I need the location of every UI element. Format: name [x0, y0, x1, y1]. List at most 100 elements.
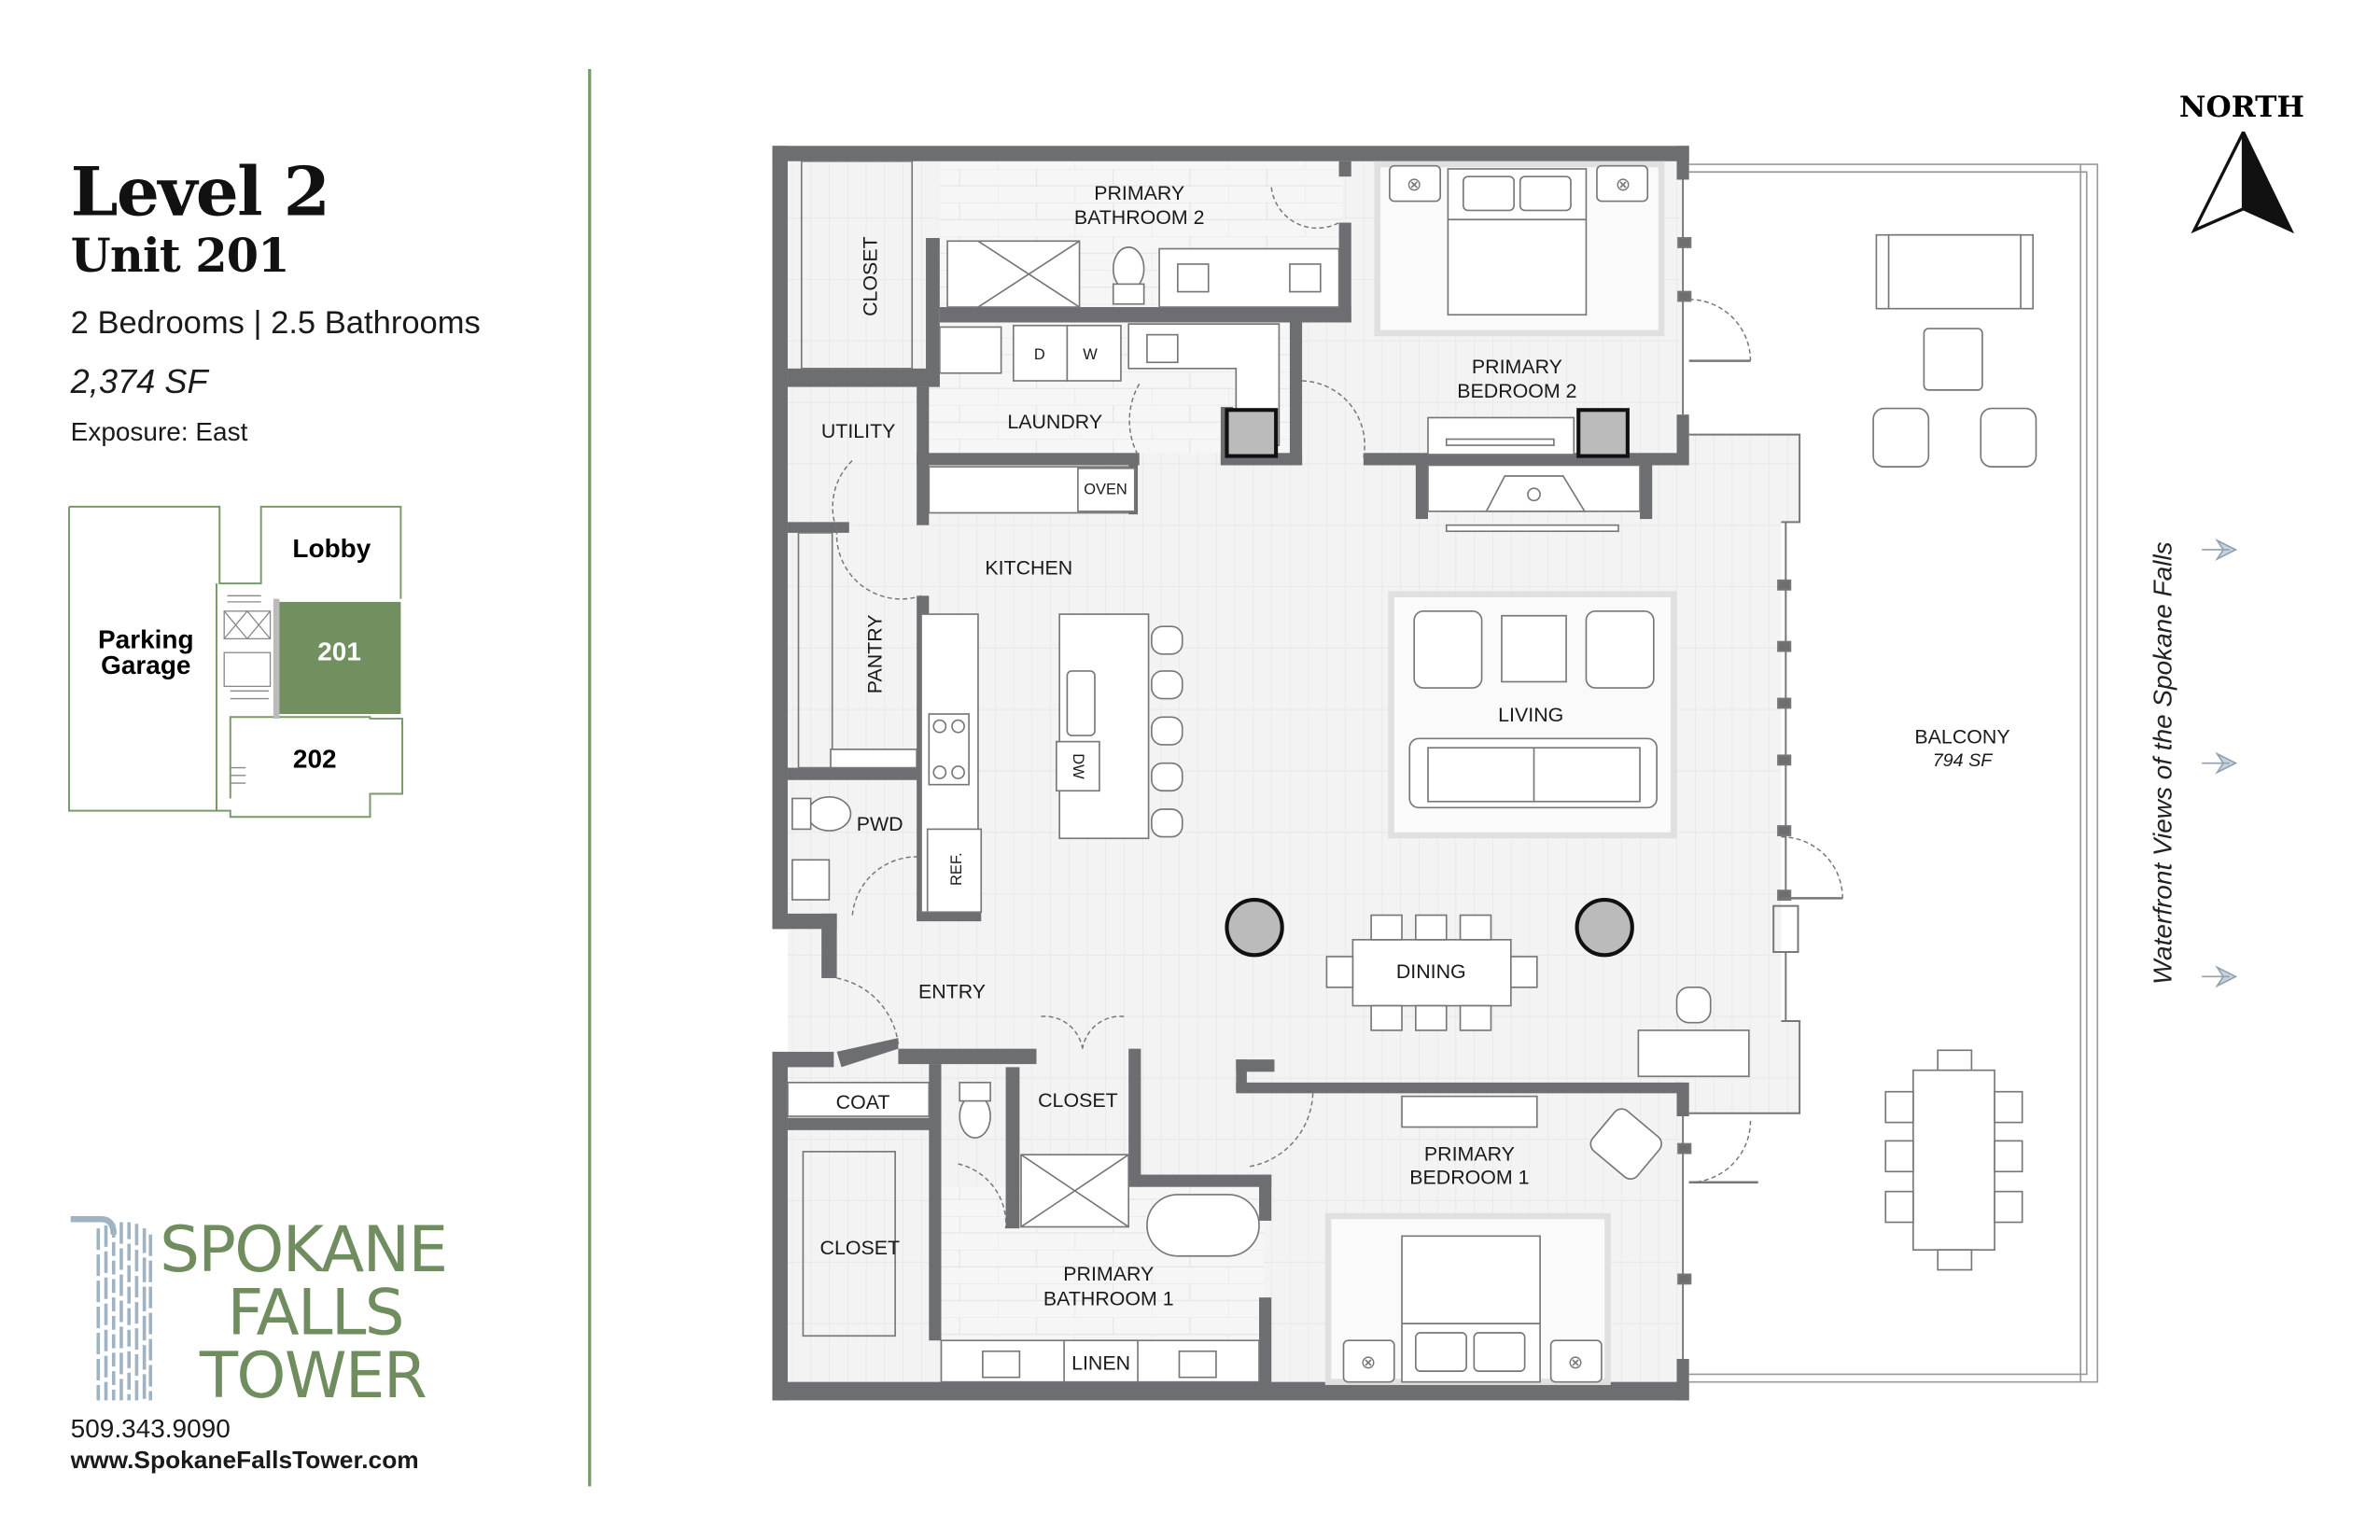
washer-label: W [1083, 346, 1098, 363]
column [1575, 898, 1634, 958]
nightstand [1596, 164, 1649, 203]
balcony-chair [1872, 407, 1930, 468]
corridor-wall [273, 598, 280, 719]
divider-line [588, 69, 592, 1487]
svg-text:⊗: ⊗ [1568, 1352, 1584, 1373]
washer [1066, 324, 1122, 382]
kitchen-label: KITCHEN [985, 556, 1072, 579]
bed2-label-2: BEDROOM 2 [1457, 380, 1576, 402]
brand-line-1: SPOKANE [160, 1212, 448, 1287]
core-stairs-icon [223, 595, 272, 784]
bath1-label-1: PRIMARY [1063, 1263, 1154, 1285]
oven-label: OVEN [1084, 482, 1127, 498]
door-leaves [1688, 359, 1843, 1184]
refrigerator [926, 828, 983, 914]
balcony-table [1923, 328, 1983, 391]
bath2-label-1: PRIMARY [1094, 182, 1184, 204]
laundry-label: LAUNDRY [1007, 411, 1102, 433]
exposure: Exposure: East [70, 417, 248, 447]
linen-label: LINEN [1071, 1351, 1130, 1374]
balcony-label: BALCONY [1914, 725, 2009, 748]
door-swings [832, 187, 1843, 1229]
coat-label: COAT [836, 1091, 890, 1113]
bed2-label-1: PRIMARY [1472, 356, 1562, 378]
shaft [1576, 408, 1630, 458]
closet-shelf [800, 160, 914, 370]
nightstand [1389, 164, 1441, 203]
brand-line-2: FALLS [227, 1276, 404, 1351]
level-title: Level 2 [70, 153, 330, 232]
living-label: LIVING [1498, 704, 1563, 726]
column [1225, 898, 1284, 958]
dw-label: DW [1070, 753, 1086, 779]
brand-line-3: TOWER [199, 1338, 427, 1413]
pantry-label: PANTRY [863, 614, 886, 693]
balcony-chair [1980, 407, 2037, 468]
garage-label: Garage [101, 651, 190, 679]
north-label: NORTH [2179, 91, 2304, 124]
key-plan-outline-top [69, 505, 402, 599]
parking-label: Parking [98, 624, 194, 653]
pwd-label: PWD [857, 813, 903, 835]
dresser [1401, 1095, 1538, 1128]
shower [946, 240, 1081, 308]
unit-201-highlight [277, 601, 401, 714]
views-caption: Waterfront Views of the Spokane Falls [2148, 541, 2177, 984]
ref-label: REF. [948, 852, 965, 886]
bed1-label-2: BEDROOM 1 [1409, 1166, 1529, 1188]
furniture: ⊗⊗ [787, 160, 2037, 1385]
key-plan: Parking Garage Lobby 201 202 [68, 505, 404, 819]
dryer [1012, 324, 1069, 382]
svg-text:⊗: ⊗ [1616, 175, 1631, 195]
website-link[interactable]: www.SpokaneFallsTower.com [70, 1448, 419, 1475]
parking-outline [68, 506, 217, 812]
waterfall-logo-icon [70, 1215, 153, 1401]
armchair [1413, 609, 1483, 689]
columns [1688, 433, 1801, 1114]
bed1-label-1: PRIMARY [1424, 1143, 1515, 1166]
bathtub [1146, 1194, 1260, 1257]
closet-mid-label: CLOSET [1038, 1089, 1118, 1112]
arrow-right-icon [2202, 751, 2238, 775]
view-arrows [2202, 538, 2238, 988]
balcony-dining-table [1912, 1069, 1995, 1251]
dryer-label: D [1034, 346, 1045, 363]
unit-202-label: 202 [293, 745, 337, 774]
shaft [1225, 408, 1279, 458]
entry-wall-angle [836, 1038, 899, 1068]
dresser [1427, 416, 1575, 455]
unit-202-outline [215, 716, 404, 819]
dining-table [1351, 939, 1512, 1007]
dining-label: DINING [1396, 960, 1466, 983]
north-arrow-icon [2191, 131, 2295, 234]
armchair [1589, 1108, 1662, 1180]
balcony [1688, 163, 2099, 1383]
unit-area: 2,374 SF [70, 362, 208, 401]
armchair [1585, 609, 1655, 689]
coffee-table [1501, 614, 1567, 683]
bath2-label-2: BATHROOM 2 [1074, 206, 1205, 229]
arrow-right-icon [2202, 965, 2238, 988]
bath1-label-2: BATHROOM 1 [1043, 1287, 1174, 1309]
desk [1637, 1029, 1750, 1078]
nightstand [1342, 1339, 1395, 1383]
svg-text:⊗: ⊗ [1407, 175, 1422, 195]
lobby-label: Lobby [292, 534, 371, 563]
pwd-sink [791, 859, 831, 901]
nightstand [1549, 1339, 1603, 1383]
closet-top-label: CLOSET [859, 236, 881, 316]
desk-chair [1675, 987, 1712, 1024]
dishwasher [1056, 740, 1100, 792]
tv [1445, 524, 1619, 533]
entry-label: ENTRY [918, 980, 986, 1002]
arrow-right-icon [2202, 538, 2238, 561]
room-count: 2 Bedrooms | 2.5 Bathrooms [70, 305, 481, 342]
balcony-area: 794 SF [1933, 750, 1994, 771]
unit-201-label: 201 [317, 637, 361, 665]
windows [1677, 179, 1792, 1359]
svg-text:⊗: ⊗ [1361, 1352, 1377, 1373]
closet-low-label: CLOSET [820, 1237, 901, 1259]
utility-label: UTILITY [821, 420, 896, 442]
